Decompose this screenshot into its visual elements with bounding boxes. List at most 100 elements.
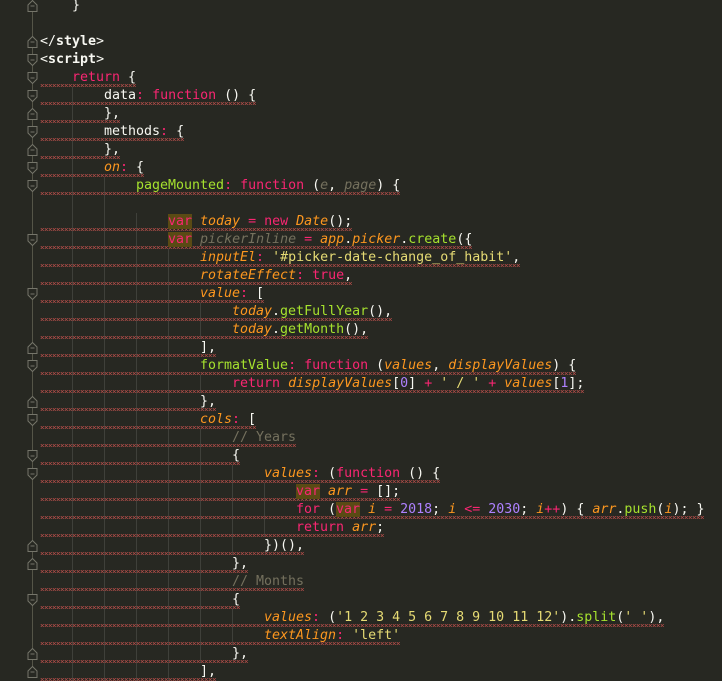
fold-collapse-icon[interactable] xyxy=(27,594,38,606)
code-token: > xyxy=(96,34,105,49)
code-token: i xyxy=(448,502,457,517)
fold-collapse-icon[interactable] xyxy=(27,180,38,192)
code-line[interactable]: var pickerInline = app.picker.create({ xyxy=(168,231,472,249)
code-line[interactable]: </style> xyxy=(40,33,104,51)
code-token: today xyxy=(232,304,273,319)
code-token: push xyxy=(624,502,657,517)
code-line[interactable]: rotateEffect: true, xyxy=(200,267,352,285)
code-token: [ xyxy=(392,376,401,391)
code-line[interactable]: inputEl: '#picker-date-change_of_habit', xyxy=(200,249,520,267)
code-token: 'left' xyxy=(352,628,401,643)
error-squiggle xyxy=(40,462,240,465)
code-token: ] xyxy=(408,376,425,391)
code-token: : xyxy=(288,358,297,373)
code-line[interactable]: on: { xyxy=(104,159,144,177)
code-token: { xyxy=(120,70,137,85)
fold-end-icon[interactable] xyxy=(27,342,38,354)
code-line[interactable]: value: [ xyxy=(200,285,264,303)
fold-collapse-icon[interactable] xyxy=(27,90,38,102)
code-token: </ xyxy=(40,34,57,49)
code-line[interactable]: today.getMonth(), xyxy=(232,321,368,339)
code-line[interactable]: textAlign: 'left' xyxy=(264,627,400,645)
code-line[interactable]: ], xyxy=(200,339,216,357)
code-token: inputEl xyxy=(200,250,257,265)
code-token: ({ xyxy=(456,232,473,247)
fold-collapse-icon[interactable] xyxy=(27,72,38,84)
fold-end-icon[interactable] xyxy=(27,558,38,570)
code-token: { xyxy=(232,592,241,607)
error-squiggle xyxy=(40,372,576,375)
code-line[interactable]: cols: [ xyxy=(200,411,256,429)
code-line[interactable]: values: ('1 2 3 4 5 6 7 8 9 10 11 12').s… xyxy=(264,609,664,627)
code-line[interactable]: }, xyxy=(200,393,216,411)
code-token: 0 xyxy=(400,376,409,391)
code-line[interactable]: formatValue: function (values, displayVa… xyxy=(200,357,576,375)
code-line[interactable]: } xyxy=(72,0,80,15)
code-token: ++ xyxy=(544,502,561,517)
fold-collapse-icon[interactable] xyxy=(27,414,38,426)
error-squiggle xyxy=(40,480,440,483)
code-token: values xyxy=(384,358,433,373)
code-line[interactable]: ], xyxy=(200,663,216,681)
code-line[interactable]: // Months xyxy=(232,573,304,591)
fold-collapse-icon[interactable] xyxy=(27,234,38,246)
indent-guide xyxy=(232,465,233,555)
code-token: }, xyxy=(104,106,121,121)
fold-collapse-icon[interactable] xyxy=(27,126,38,138)
code-token: textAlign xyxy=(264,628,337,643)
code-line[interactable]: { xyxy=(232,591,240,609)
fold-collapse-icon[interactable] xyxy=(27,162,38,174)
fold-end-icon[interactable] xyxy=(27,540,38,552)
code-line[interactable]: <script> xyxy=(40,51,104,69)
error-squiggle xyxy=(40,300,264,303)
error-squiggle xyxy=(40,624,664,627)
code-line[interactable]: data: function () { xyxy=(104,87,256,105)
code-line[interactable]: methods: { xyxy=(104,123,184,141)
code-token: return xyxy=(296,520,345,535)
code-line[interactable]: pageMounted: function (e, page) { xyxy=(136,177,400,195)
code-line[interactable]: { xyxy=(232,447,240,465)
code-token: i xyxy=(368,502,377,517)
fold-collapse-icon[interactable] xyxy=(27,360,38,372)
code-token: , xyxy=(432,358,449,373)
fold-end-icon[interactable] xyxy=(27,396,38,408)
code-line[interactable]: values: (function () { xyxy=(264,465,440,483)
fold-collapse-icon[interactable] xyxy=(27,468,38,480)
fold-end-icon[interactable] xyxy=(27,648,38,660)
code-token: 2018 xyxy=(400,502,433,517)
code-line[interactable]: })(), xyxy=(264,537,304,555)
code-line[interactable]: return arr; xyxy=(296,519,384,537)
code-line[interactable]: }, xyxy=(104,141,120,159)
error-squiggle xyxy=(40,498,400,501)
code-token: app xyxy=(320,232,345,247)
code-line[interactable]: // Years xyxy=(232,429,296,447)
error-squiggle xyxy=(40,642,400,645)
fold-end-icon[interactable] xyxy=(27,666,38,678)
code-token: , xyxy=(512,250,521,265)
code-line[interactable]: }, xyxy=(232,555,248,573)
code-token: { xyxy=(168,124,185,139)
code-token: + xyxy=(488,376,497,391)
fold-collapse-icon[interactable] xyxy=(27,288,38,300)
fold-end-icon[interactable] xyxy=(27,108,38,120)
fold-end-icon[interactable] xyxy=(27,0,38,12)
code-line[interactable]: for (var i = 2018; i <= 2030; i++) { arr… xyxy=(296,501,704,519)
code-line[interactable]: }, xyxy=(104,105,120,123)
code-token: ). xyxy=(560,610,577,625)
code-token: arr xyxy=(328,484,353,499)
code-line[interactable]: return displayValues[0] + ' / ' + values… xyxy=(232,375,584,393)
error-squiggle xyxy=(40,264,520,267)
code-token: ( xyxy=(320,610,337,625)
error-squiggle xyxy=(40,282,352,285)
fold-collapse-icon[interactable] xyxy=(27,54,38,66)
code-line[interactable]: today.getFullYear(), xyxy=(232,303,392,321)
fold-collapse-icon[interactable] xyxy=(27,450,38,462)
code-line[interactable]: var today = new Date(); xyxy=(168,213,352,231)
code-line[interactable]: var arr = []; xyxy=(296,483,400,501)
fold-end-icon[interactable] xyxy=(27,36,38,48)
fold-end-icon[interactable] xyxy=(27,144,38,156)
code-line[interactable]: return { xyxy=(72,69,136,87)
code-line[interactable]: }, xyxy=(232,645,248,663)
code-token: . xyxy=(400,232,409,247)
